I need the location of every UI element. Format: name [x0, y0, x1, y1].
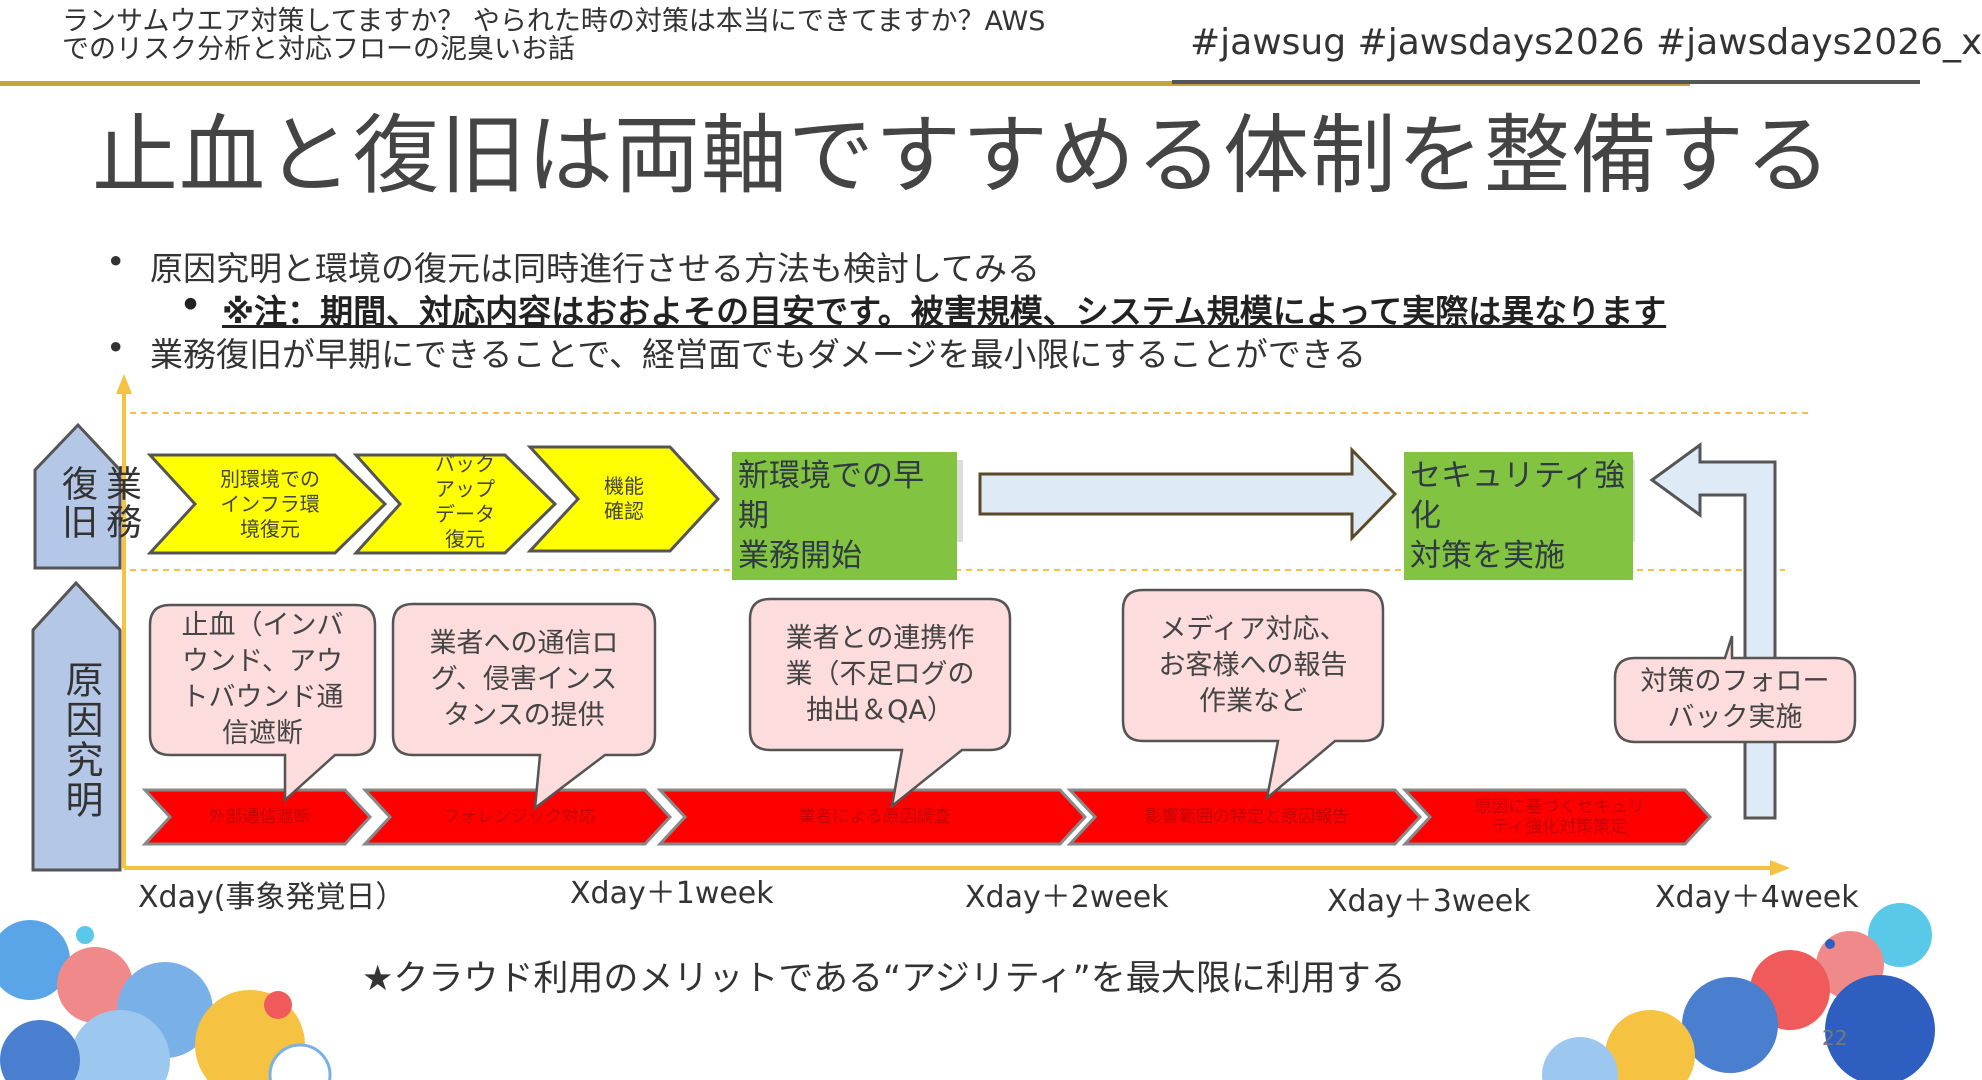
recovery-step: 別環境での インフラ環 境復元: [220, 466, 320, 541]
recovery-step: 機能 確認: [604, 474, 644, 523]
callout-text: 業者との連携作 業（不足ログの 抽出＆QA）: [785, 622, 975, 726]
slide-title: 止血と復旧は両軸ですすめる体制を整備する: [92, 106, 1832, 206]
header-rule: [0, 81, 1690, 86]
timeline-label: Xday＋3week: [1327, 884, 1531, 919]
recovery-chevrons: [146, 445, 721, 555]
bullet-text: ※注：期間、対応内容はおおよその目安です。被害規模、システム規模によって実際は異…: [222, 292, 1667, 331]
callout-text: 業者への通信ロ グ、侵害インス タンスの提供: [429, 627, 619, 731]
bullet-mark: •: [180, 285, 202, 324]
recovery-milestone: 新環境での早期 業務開始: [732, 452, 957, 580]
investigation-step: 外部通信遮断: [208, 807, 311, 827]
callout-text: 止血（インバ ウンド、アウ トバウンド通 信遮断: [181, 610, 344, 749]
investigation-step: 原因に基づくセキュリ ティ強化対策策定: [1474, 797, 1645, 837]
page-number: 22: [1822, 1026, 1848, 1050]
investigation-step: 影響範囲の特定と原因報告: [1145, 807, 1349, 827]
timeline-label: Xday＋2week: [965, 880, 1169, 915]
callout-text: 対策のフォロー バック実施: [1640, 666, 1830, 733]
bullet-2-note: • ※注：期間、対応内容はおおよその目安です。被害規模、システム規模によって実際は…: [180, 285, 1667, 333]
bullet-1: • 原因究明と環境の復元は同時進行させる方法も検討してみる: [106, 242, 1041, 290]
lane-arrow-recovery: [33, 422, 122, 570]
followback-arrow: [1649, 442, 1777, 820]
bullet-3: • 業務復旧が早期にできることで、経営面でもダメージを最小限にすることができる: [106, 328, 1367, 376]
investigation-step: 業者による原因調査: [798, 807, 951, 827]
bullet-mark: •: [106, 242, 126, 281]
decor-clouds-right: [1542, 903, 1935, 1080]
header-rule-dark: [1172, 80, 1920, 84]
decor-clouds-left: [0, 920, 332, 1080]
bullet-mark: •: [106, 328, 126, 367]
investigation-step: フォレンジック対応: [443, 807, 596, 827]
investigation-chevrons: [141, 788, 1713, 846]
recovery-progress-arrow: [978, 446, 1398, 542]
lane-label-recovery: 業務 復旧: [56, 465, 141, 541]
hashtags: #jawsug #jawsdays2026 #jawsdays2026_x: [1190, 22, 1982, 63]
recovery-milestone: セキュリティ強化 対策を実施: [1404, 452, 1633, 580]
callouts: [148, 588, 1857, 811]
lane-label-investigation: 原因究明: [59, 660, 103, 820]
presentation-title: ランサムウエア対策してますか？ やられた時の対策は本当にできてますか？AWS で…: [62, 6, 1046, 65]
timeline-label: Xday＋4week: [1655, 880, 1859, 915]
lane-arrow-investigation: [31, 580, 122, 872]
footer-message: ★クラウド利用のメリットである“アジリティ”を最大限に利用する: [362, 959, 1406, 999]
bullet-text: 原因究明と環境の復元は同時進行させる方法も検討してみる: [150, 249, 1041, 288]
recovery-step: バック アップ データ 復元: [435, 452, 495, 551]
timeline-label: Xday(事象発覚日）: [138, 880, 406, 915]
bullet-text: 業務復旧が早期にできることで、経営面でもダメージを最小限にすることができる: [150, 335, 1367, 374]
timeline-label: Xday＋1week: [570, 876, 774, 911]
callout-text: メディア対応、 お客様への報告 作業など: [1158, 613, 1348, 717]
